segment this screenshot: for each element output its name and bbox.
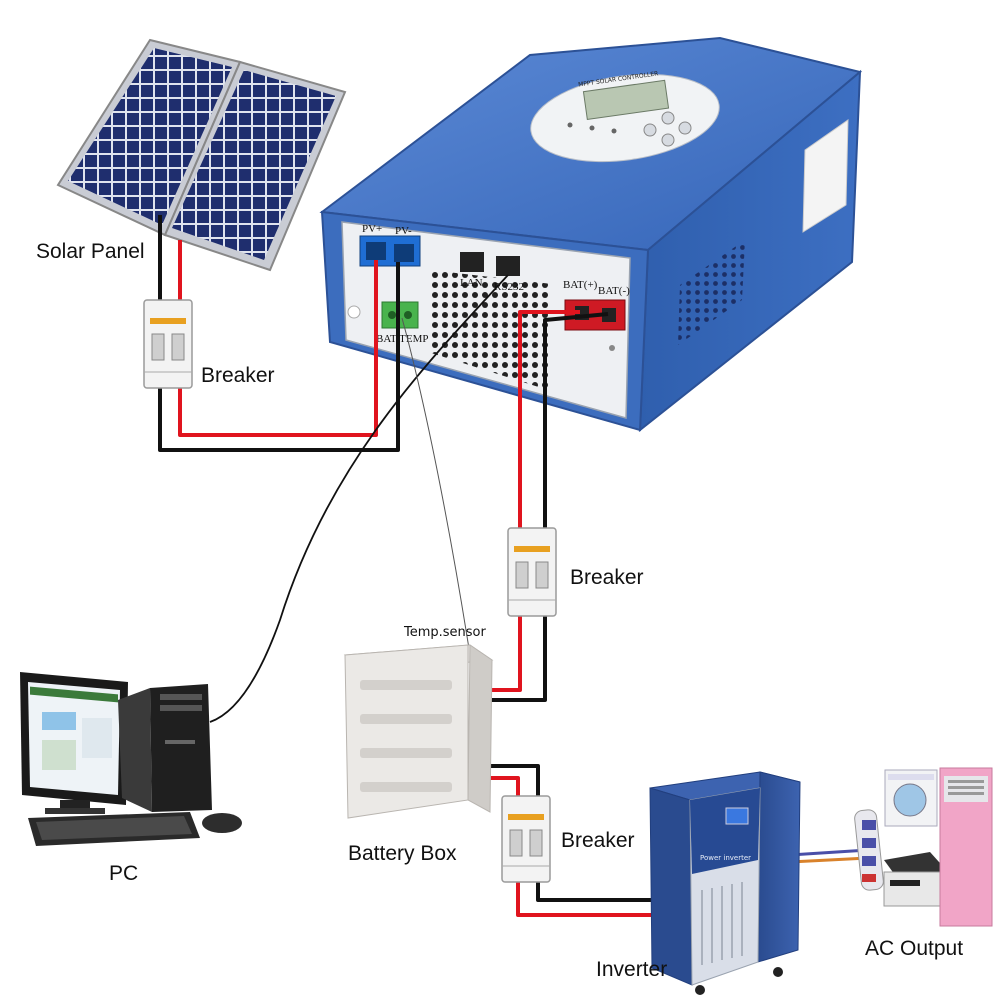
breaker-pv	[143, 299, 193, 389]
solar-panel	[56, 38, 347, 272]
breaker-inverter	[501, 795, 551, 883]
lan-label: LAN	[460, 277, 483, 289]
power-strip	[854, 809, 884, 891]
desktop-computer	[20, 672, 242, 846]
washing-machine	[884, 769, 938, 827]
bat-temp-label: BAT TEMP	[376, 333, 428, 345]
breaker-battery-label: Breaker	[570, 566, 644, 589]
inverter-brand-label: Power inverter	[700, 854, 751, 862]
printer	[883, 852, 948, 907]
rs232-label: RS232	[494, 281, 524, 293]
bat-plus-label: BAT(+)	[563, 279, 598, 291]
ac-output-label: AC Output	[865, 937, 964, 960]
rs232-port	[496, 256, 520, 276]
solar-panel-label: Solar Panel	[36, 240, 145, 263]
pv-minus-label: PV-	[395, 225, 412, 237]
breaker-inverter-label: Breaker	[561, 829, 635, 852]
breaker-battery	[507, 527, 557, 617]
inverter-unit: Power inverter	[649, 771, 801, 995]
battery-box-label: Battery Box	[348, 842, 457, 865]
temp-sensor-label: Temp.sensor	[404, 625, 486, 640]
breaker-pv-label: Breaker	[201, 364, 275, 387]
pv-plus-label: PV+	[362, 223, 382, 235]
pc-label: PC	[109, 862, 139, 885]
mppt-charge-controller: MPPT SOLAR CONTROLLER PV+ PV- LAN RS232 …	[319, 36, 863, 433]
bat-minus-label: BAT(-)	[598, 285, 630, 297]
air-conditioner	[939, 767, 993, 927]
inverter-label: Inverter	[596, 958, 668, 981]
battery-box	[343, 644, 494, 819]
lan-port	[460, 252, 484, 272]
wiring	[158, 215, 869, 917]
